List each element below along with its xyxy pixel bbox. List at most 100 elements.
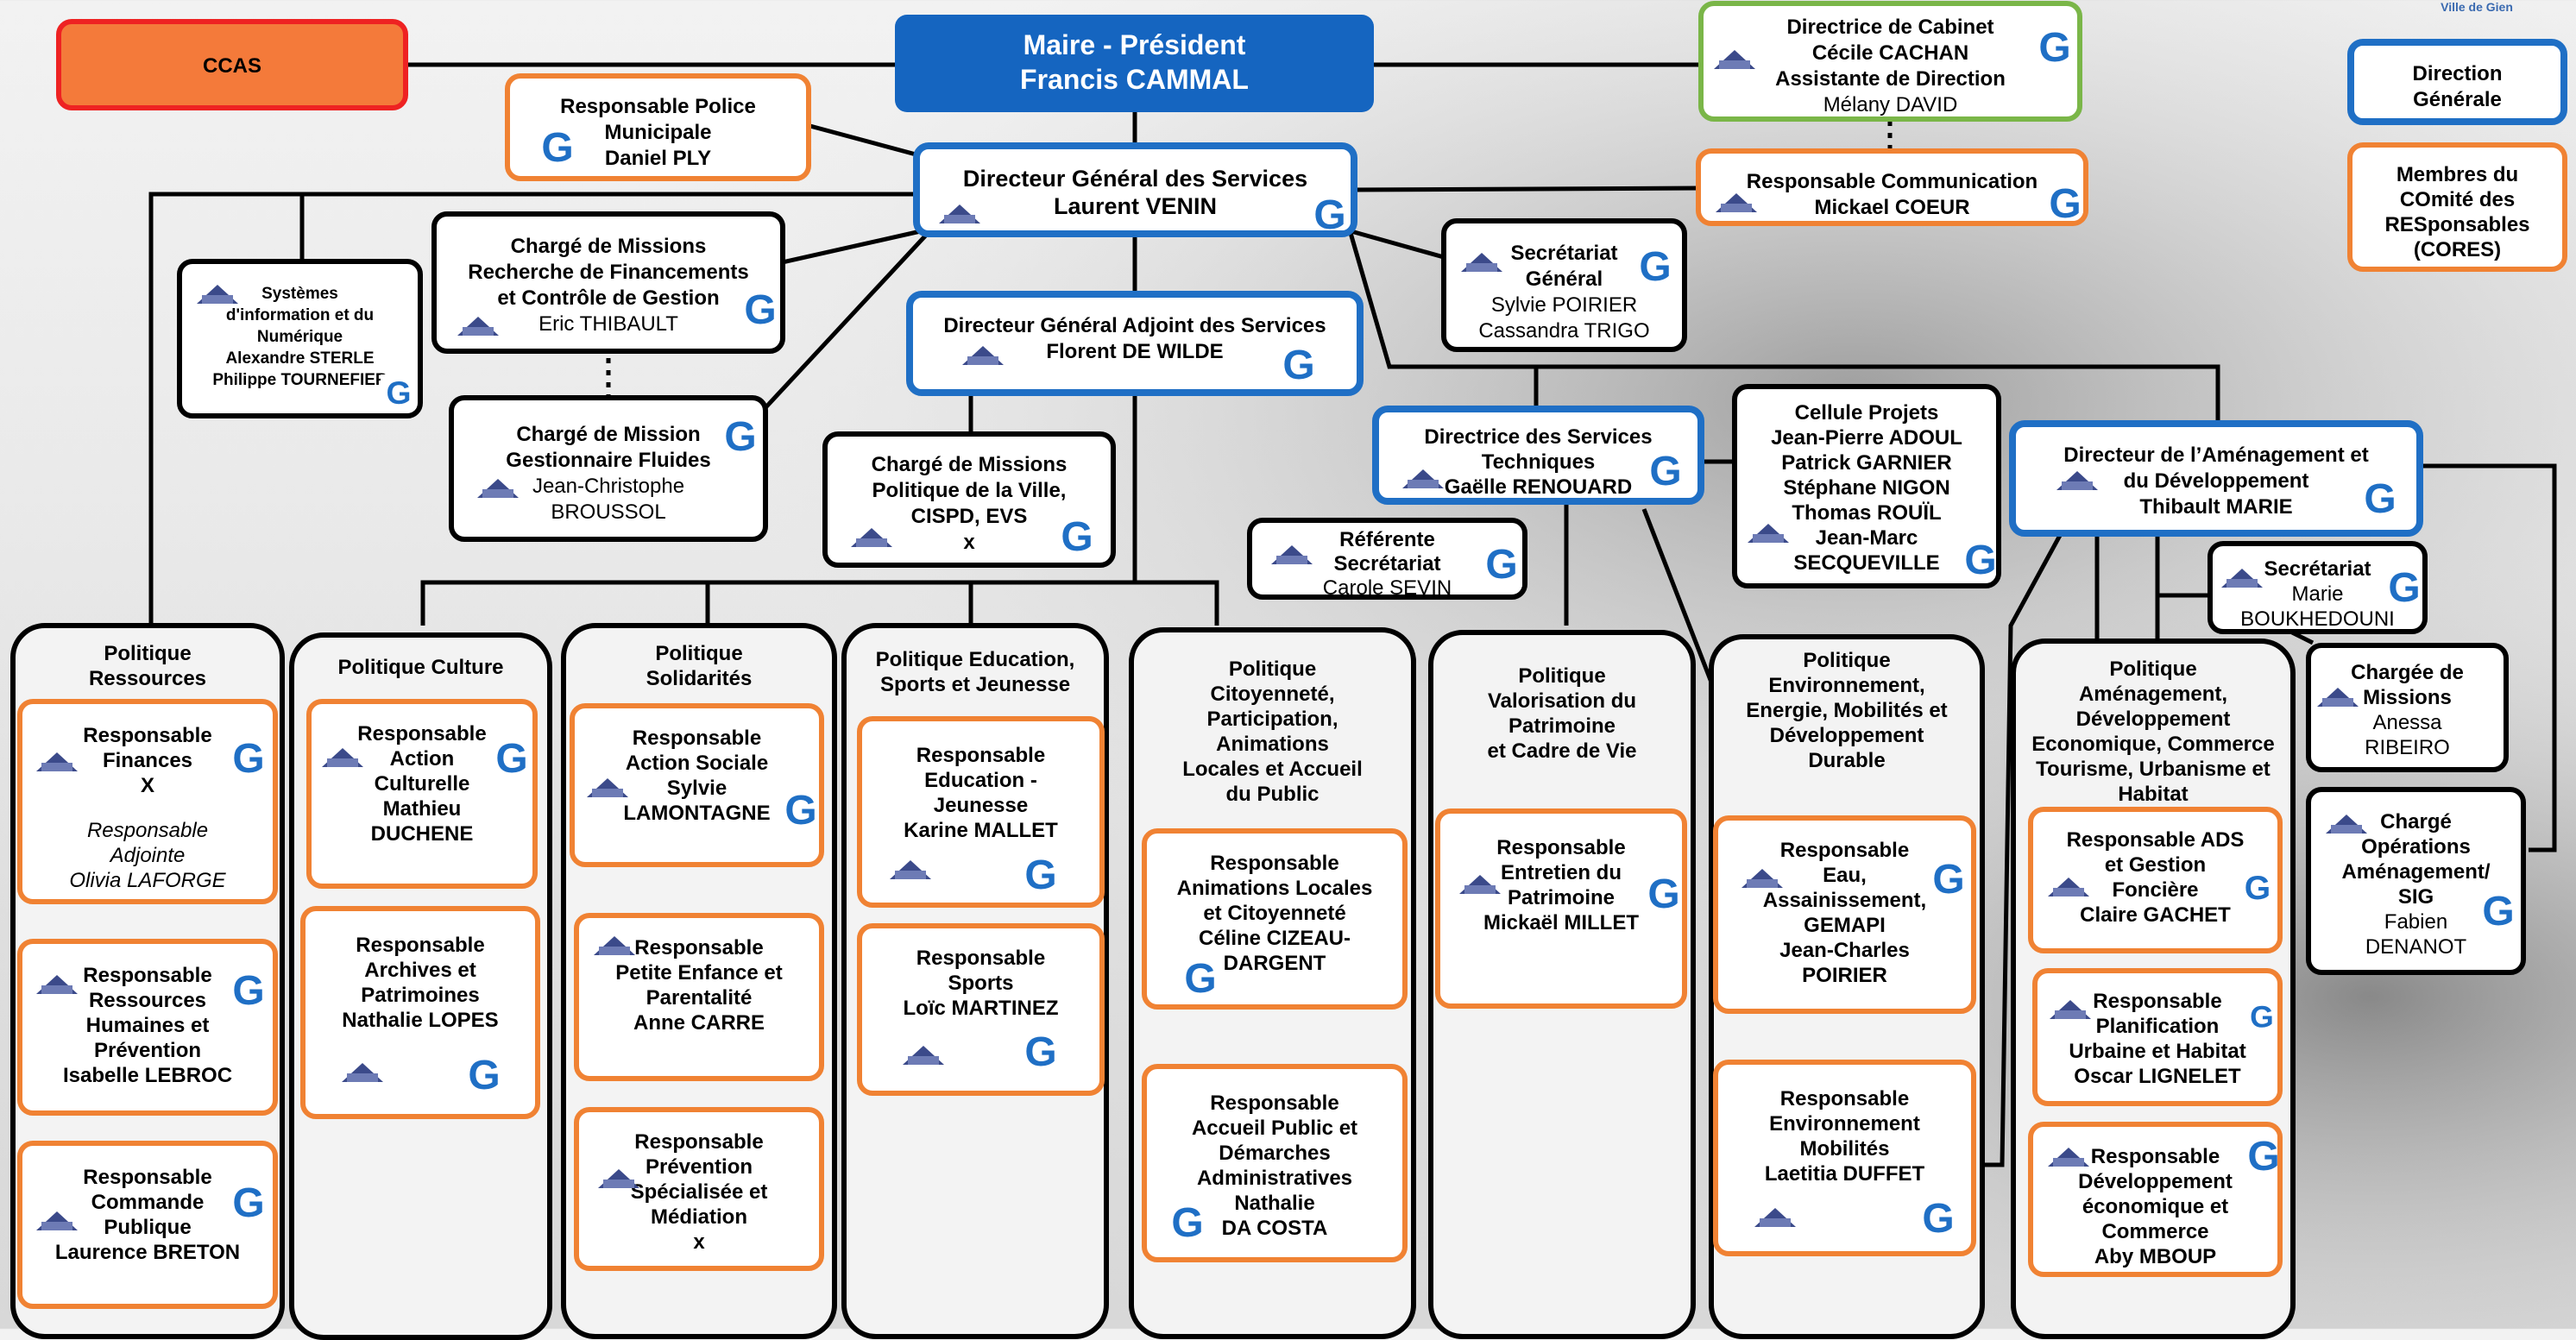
financements-l3: et Contrôle de Gestion bbox=[497, 286, 720, 310]
building-logo-icon bbox=[587, 778, 628, 797]
education-jeunesse-l1: Responsable bbox=[916, 744, 1046, 767]
building-logo-icon bbox=[598, 1169, 639, 1188]
accueil-public-l1: Responsable bbox=[1210, 1092, 1339, 1115]
politique-ville-name: x bbox=[963, 531, 975, 554]
secretariat-dad-l1: Secrétariat bbox=[2264, 557, 2371, 581]
referente-l2: Secrétariat bbox=[1333, 552, 1441, 576]
gien-g-logo-icon: G bbox=[778, 786, 819, 833]
accueil-public-name-1: Nathalie bbox=[1234, 1192, 1315, 1215]
archives-l1: Responsable bbox=[356, 934, 485, 957]
gien-g-logo-icon: G bbox=[2381, 563, 2422, 610]
gien-g-logo-icon: G bbox=[1054, 513, 1100, 559]
developpement-economique-l1: Responsable bbox=[2090, 1145, 2220, 1168]
archives-l2: Archives et bbox=[364, 959, 476, 982]
building-logo-icon bbox=[1271, 545, 1313, 564]
developpement-economique-l4: Commerce bbox=[2101, 1220, 2209, 1243]
chargee-missions-l1: Chargée de bbox=[2351, 661, 2464, 684]
building-logo-icon bbox=[2048, 878, 2089, 896]
dad-l2: du Développement bbox=[2123, 469, 2309, 493]
police-box: Responsable Police Municipale Daniel PLY… bbox=[505, 73, 811, 181]
planification-l1: Responsable bbox=[2093, 990, 2222, 1013]
referente-box: Référente Secrétariat Carole SEVIN G bbox=[1247, 518, 1527, 600]
building-logo-icon bbox=[903, 1046, 944, 1065]
entretien-patrimoine-l3: Patrimoine bbox=[1507, 886, 1616, 909]
finances-name: X bbox=[140, 774, 154, 797]
building-logo-icon bbox=[962, 346, 1004, 365]
animations-locales-l2: Animations Locales bbox=[1176, 877, 1373, 900]
financements-name: Eric THIBAULT bbox=[539, 312, 678, 336]
commande-publique-box: Responsable Commande Publique Laurence B… bbox=[17, 1141, 278, 1309]
column-citoyennete-header-l2: Citoyenneté, bbox=[1210, 683, 1335, 706]
gien-g-logo-icon: G bbox=[225, 734, 272, 781]
cellule-projets-name-1: Jean-Pierre ADOUL bbox=[1771, 426, 1962, 450]
gien-g-logo-icon: G bbox=[2475, 887, 2521, 934]
building-logo-icon bbox=[2048, 1148, 2089, 1167]
eau-name-1: Jean-Charles bbox=[1779, 939, 1910, 962]
sin-l2: d'information et du bbox=[225, 306, 375, 324]
commande-l2: Commande bbox=[91, 1191, 205, 1214]
eau-l3: Assainissement, bbox=[1762, 889, 1927, 912]
svg-text:G: G bbox=[495, 736, 527, 781]
column-solidarites-header-l1: Politique bbox=[655, 642, 743, 665]
action-sociale-name-1: Sylvie bbox=[666, 777, 727, 800]
maire-name: Francis CAMMAL bbox=[1020, 64, 1249, 95]
building-logo-icon bbox=[1754, 1208, 1796, 1227]
petite-enfance-l2: Petite Enfance et bbox=[615, 961, 783, 985]
gien-g-logo-icon: G bbox=[381, 374, 417, 411]
rh-l4: Prévention bbox=[93, 1039, 202, 1062]
gien-g-logo-icon: G bbox=[2239, 868, 2277, 906]
cabinet-title: Directrice de Cabinet bbox=[1786, 16, 1994, 39]
svg-text:G: G bbox=[2482, 889, 2514, 934]
column-citoyennete-header-l1: Politique bbox=[1228, 657, 1317, 681]
gien-g-logo-icon: G bbox=[1164, 1198, 1211, 1245]
dst-l2: Techniques bbox=[1481, 450, 1596, 474]
animations-locales-l1: Responsable bbox=[1210, 852, 1339, 875]
cabinet-box: Directrice de Cabinet Cécile CACHAN Assi… bbox=[1698, 1, 2082, 122]
animations-locales-name-1: Céline CIZEAU- bbox=[1198, 927, 1351, 950]
charge-operations-l3: Aménagement/ bbox=[2341, 860, 2491, 884]
gien-g-logo-icon: G bbox=[534, 123, 581, 170]
building-logo-icon bbox=[36, 975, 78, 994]
petite-enfance-box: Responsable Petite Enfance et Parentalit… bbox=[574, 913, 824, 1081]
charge-operations-l4: SIG bbox=[2397, 885, 2434, 909]
dgs-title: Directeur Général des Services bbox=[962, 166, 1308, 192]
accueil-public-name-2: DA COSTA bbox=[1221, 1217, 1328, 1240]
building-logo-icon bbox=[1459, 875, 1501, 894]
cellule-projets-name-6: SECQUEVILLE bbox=[1793, 551, 1940, 575]
column-patrimoine-header-l2: Valorisation du bbox=[1487, 689, 1637, 713]
finances-adjointe-l2: Adjointe bbox=[110, 844, 186, 867]
building-logo-icon bbox=[939, 204, 980, 223]
eau-l2: Eau, bbox=[1823, 864, 1867, 887]
ads-name: Claire GACHET bbox=[2080, 903, 2231, 927]
sin-l3: Numérique bbox=[256, 328, 343, 346]
chargee-missions-l2: Missions bbox=[2363, 686, 2452, 709]
legend-cores: Membres du COmité des RESponsables (CORE… bbox=[2347, 142, 2567, 272]
chargee-missions-name-2: RIBEIRO bbox=[2365, 736, 2450, 759]
gien-g-logo-icon: G bbox=[2042, 179, 2083, 221]
gien-g-logo-icon: G bbox=[1642, 447, 1689, 494]
dad-box: Directeur de l’Aménagement et du Dévelop… bbox=[2009, 420, 2423, 537]
secretariat-dad-name-2: BOUKHEDOUNI bbox=[2240, 607, 2395, 631]
commande-name: Laurence BRETON bbox=[54, 1241, 241, 1264]
column-amenagement-header-l1: Politique bbox=[2109, 657, 2197, 681]
svg-text:G: G bbox=[724, 414, 756, 459]
prevention-l4: Médiation bbox=[651, 1205, 747, 1229]
politique-ville-l1: Chargé de Missions bbox=[871, 453, 1068, 476]
dgs-box: Directeur Général des Services Laurent V… bbox=[913, 142, 1357, 237]
column-citoyennete-header-l4: Animations bbox=[1216, 733, 1329, 756]
svg-text:G: G bbox=[468, 1053, 500, 1098]
finances-box: Responsable Finances X Responsable Adjoi… bbox=[17, 699, 278, 904]
svg-text:G: G bbox=[232, 1180, 264, 1225]
ccas-box: CCAS bbox=[56, 19, 408, 110]
corner-logo: Ville de Gien bbox=[2441, 0, 2513, 14]
svg-text:G: G bbox=[2247, 1134, 2279, 1179]
gien-g-logo-icon: G bbox=[1632, 242, 1678, 289]
building-logo-icon bbox=[2221, 569, 2263, 588]
column-culture-header: Politique Culture bbox=[337, 656, 504, 679]
action-culturelle-l3: Culturelle bbox=[374, 772, 470, 796]
column-ressources-header-l2: Ressources bbox=[88, 667, 207, 690]
svg-text:G: G bbox=[1061, 514, 1093, 559]
referente-name: Carole SEVIN bbox=[1322, 576, 1452, 600]
gien-g-logo-icon: G bbox=[1177, 954, 1224, 1001]
financements-l1: Chargé de Missions bbox=[510, 235, 707, 258]
